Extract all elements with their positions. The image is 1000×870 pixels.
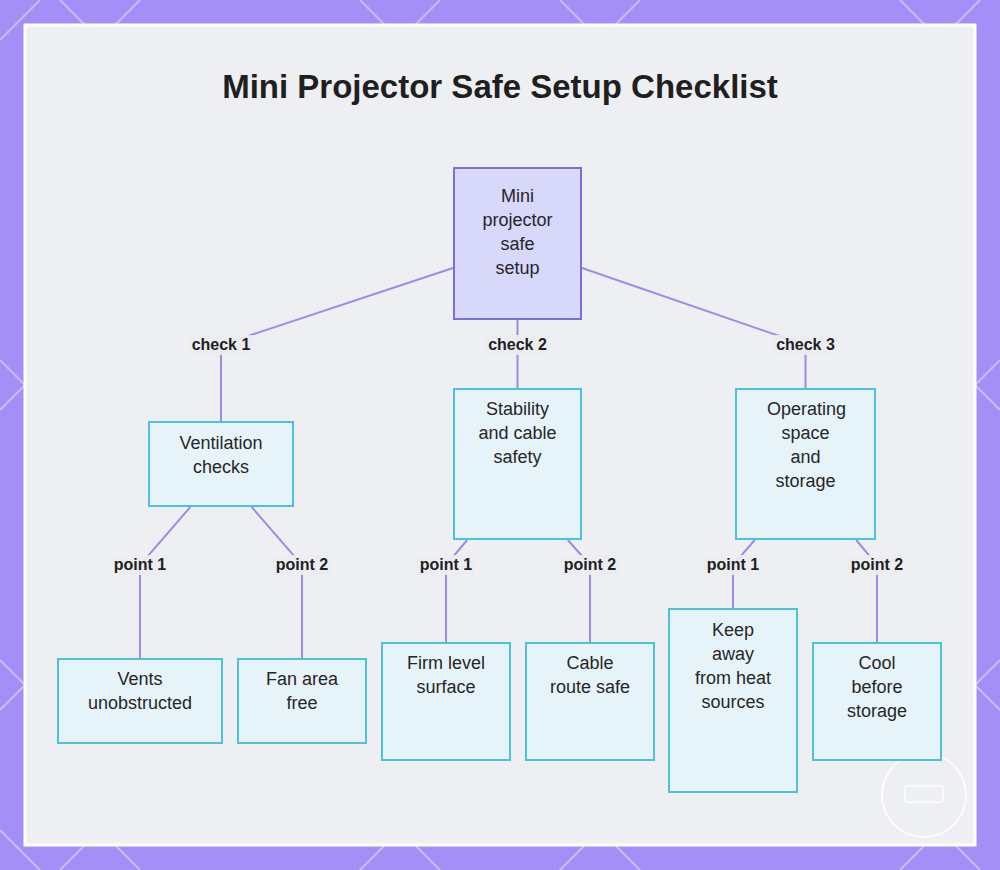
connector-line [252,507,302,658]
check-box: Stability and cable safety [453,388,582,540]
content-panel [25,25,975,845]
node-text: Cool before storage [838,651,916,723]
node-text: Cable route safe [548,651,632,699]
point-box: Cool before storage [812,642,942,761]
connector-line [221,268,453,421]
root-box: Mini projector safe setup [453,167,582,320]
connector-line [582,268,806,388]
edge-label: point 1 [417,555,475,575]
node-text: Keep away from heat sources [695,618,772,714]
check-box: Ventilation checks [148,421,294,507]
edge-label: check 3 [773,335,838,355]
check-box: Operating space and storage [735,388,876,540]
edge-label: point 2 [848,555,906,575]
node-text: Mini projector safe setup [479,184,556,280]
edge-label: point 1 [704,555,762,575]
edge-label: point 1 [111,555,169,575]
node-text: Ventilation checks [167,431,275,479]
point-box: Fan area free [237,658,367,744]
node-text: Stability and cable safety [472,397,564,469]
point-box: Cable route safe [525,642,655,761]
point-box: Vents unobstructed [57,658,223,744]
node-text: Fan area free [259,667,345,715]
node-text: Operating space and storage [767,397,844,493]
edge-label: check 1 [189,335,254,355]
logo-mark [882,753,966,837]
edge-label: point 2 [561,555,619,575]
connector-line [140,507,190,658]
diagram-title: Mini Projector Safe Setup Checklist [0,68,1000,106]
node-text: Firm level surface [407,651,485,699]
edge-label: point 2 [273,555,331,575]
logo-icon [905,786,943,802]
edge-label: check 2 [485,335,550,355]
point-box: Keep away from heat sources [668,608,798,793]
point-box: Firm level surface [381,642,511,761]
node-text: Vents unobstructed [82,667,198,715]
